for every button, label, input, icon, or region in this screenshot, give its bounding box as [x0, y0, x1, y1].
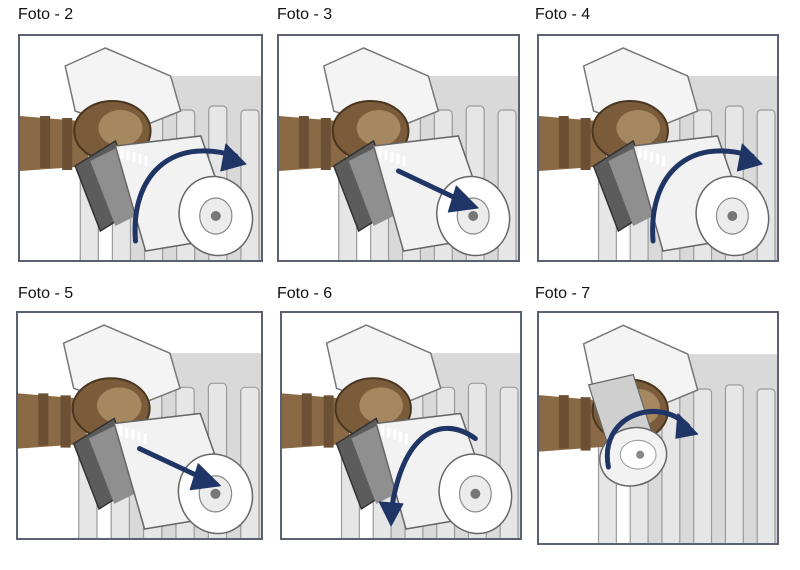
valve-photo-3 — [277, 34, 520, 262]
rotate-cw-arrow-icon — [132, 148, 239, 244]
arrow-head-icon — [736, 143, 763, 172]
thermostatic-head — [72, 412, 254, 535]
head-screw — [468, 211, 479, 221]
rotate-ccw-arrow-icon — [388, 426, 478, 517]
photo-caption: Foto - 3 — [277, 6, 333, 23]
valve-photo-4 — [537, 34, 779, 262]
valve-illustration — [539, 313, 777, 543]
pipe-fitting — [282, 377, 412, 449]
valve-photo-2 — [18, 34, 263, 262]
thermostatic-head — [335, 412, 513, 535]
valve-illustration — [20, 36, 261, 260]
arrow-head-icon — [378, 501, 404, 527]
direction-arrow — [650, 143, 763, 244]
direction-arrow — [378, 426, 478, 527]
radiator-fin — [693, 388, 713, 543]
thermostatic-head — [332, 135, 511, 257]
rotate-cw-arrow-icon — [604, 408, 691, 470]
arrow-head-icon — [675, 413, 699, 439]
direction-arrow — [396, 168, 479, 213]
rotate-cw-arrow-icon — [650, 148, 755, 244]
valve-illustration — [279, 36, 518, 260]
thermostatic-head — [74, 135, 254, 257]
photo-caption: Foto - 5 — [18, 285, 74, 302]
head-screw — [470, 488, 481, 499]
thermostatic-head — [592, 135, 770, 257]
valve-illustration — [539, 36, 777, 260]
head-screw — [210, 211, 221, 221]
head-screw — [636, 450, 645, 459]
valve-photo-7 — [537, 311, 779, 545]
photo-caption: Foto - 6 — [277, 285, 333, 302]
radiator-fin — [724, 384, 744, 543]
direction-arrow — [132, 143, 247, 244]
arrow-head-icon — [220, 143, 247, 172]
valve-photo-6 — [280, 311, 522, 540]
valve-illustration — [282, 313, 520, 538]
radiator-fin — [756, 388, 776, 543]
thermostatic-head — [587, 373, 668, 487]
direction-arrow — [136, 446, 222, 491]
direction-arrow — [604, 408, 699, 470]
arrow-head-icon — [189, 463, 222, 491]
photo-caption: Foto - 2 — [18, 6, 74, 23]
head-screw — [210, 488, 221, 499]
valve-illustration — [18, 313, 261, 538]
head-screw — [727, 211, 738, 221]
arrow-head-icon — [447, 185, 479, 213]
valve-photo-5 — [16, 311, 263, 540]
photo-caption: Foto - 4 — [535, 6, 591, 23]
photo-caption: Foto - 7 — [535, 285, 591, 302]
